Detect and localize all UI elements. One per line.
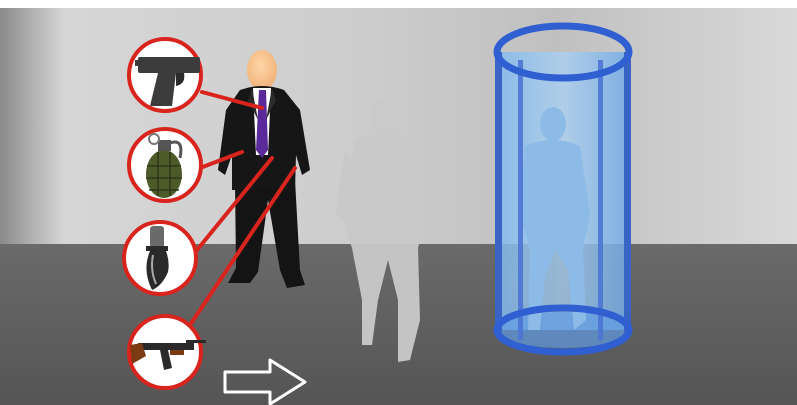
grenade-icon bbox=[146, 134, 182, 198]
weapon-badge-grenade bbox=[129, 129, 201, 201]
weapon-badge-knife bbox=[124, 222, 196, 294]
top-border bbox=[0, 0, 797, 8]
weapon-badge-pistol bbox=[129, 39, 201, 111]
body-scanner bbox=[495, 26, 631, 352]
